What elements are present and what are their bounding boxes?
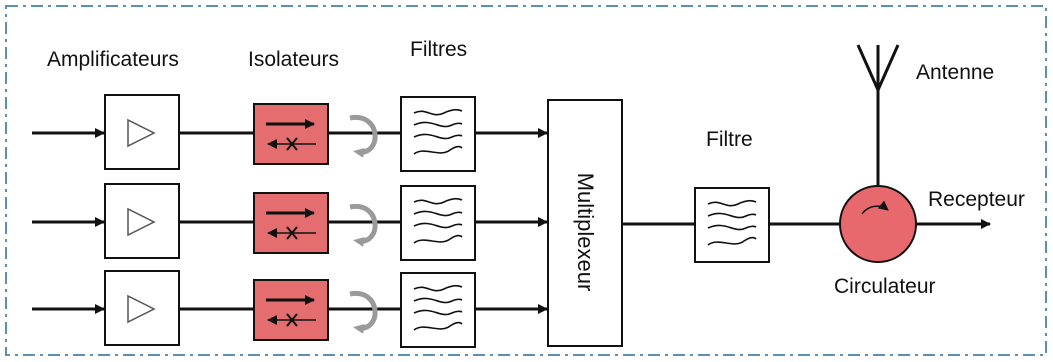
label-antenne: Antenne: [916, 61, 995, 84]
amplifier-2-triangle-icon: [127, 207, 156, 237]
reflection-arrow-2: [349, 204, 378, 247]
amplifier-3-triangle-icon: [127, 294, 156, 324]
channel-row-3: [32, 270, 548, 348]
label-filtres: Filtres: [410, 38, 468, 61]
filter-3-wave-icon: [413, 284, 463, 331]
label-isolateurs: Isolateurs: [248, 48, 340, 71]
isolator-2: [253, 192, 329, 254]
output-filter: [694, 187, 770, 263]
isolator-3: [253, 279, 329, 341]
label-filtre: Filtre: [706, 128, 753, 151]
label-multiplexeur: Multiplexeur: [573, 172, 598, 292]
circulator-rotation-icon: [861, 200, 889, 215]
isolator-3-cross-icon: [286, 313, 298, 327]
channel-row-2: [32, 183, 548, 261]
amplifier-1: [104, 94, 180, 170]
multiplexer-box: [547, 99, 623, 347]
label-amplificateurs: Amplificateurs: [47, 48, 179, 71]
isolator-1-cross-icon: [286, 137, 298, 151]
circulator: [839, 185, 917, 263]
filter-2: [400, 185, 476, 261]
filter-1: [400, 96, 476, 172]
reflection-arrow-1: [349, 115, 378, 158]
amplifier-3: [104, 270, 180, 346]
filter-3: [400, 272, 476, 348]
filter-1-wave-icon: [413, 108, 463, 155]
amplifier-1-triangle-icon: [127, 118, 156, 148]
channel-row-1: [32, 94, 548, 172]
reflection-arrow-3: [349, 291, 378, 334]
label-circulateur: Circulateur: [834, 275, 936, 298]
dashed-frame: [5, 5, 1047, 356]
amplifier-2: [104, 183, 180, 259]
antenna-icon: [856, 44, 900, 91]
label-recepteur: Recepteur: [928, 188, 1025, 211]
isolator-2-cross-icon: [286, 226, 298, 240]
isolator-1: [253, 103, 329, 165]
filter-2-wave-icon: [413, 197, 463, 244]
output-filter-wave-icon: [707, 199, 757, 246]
